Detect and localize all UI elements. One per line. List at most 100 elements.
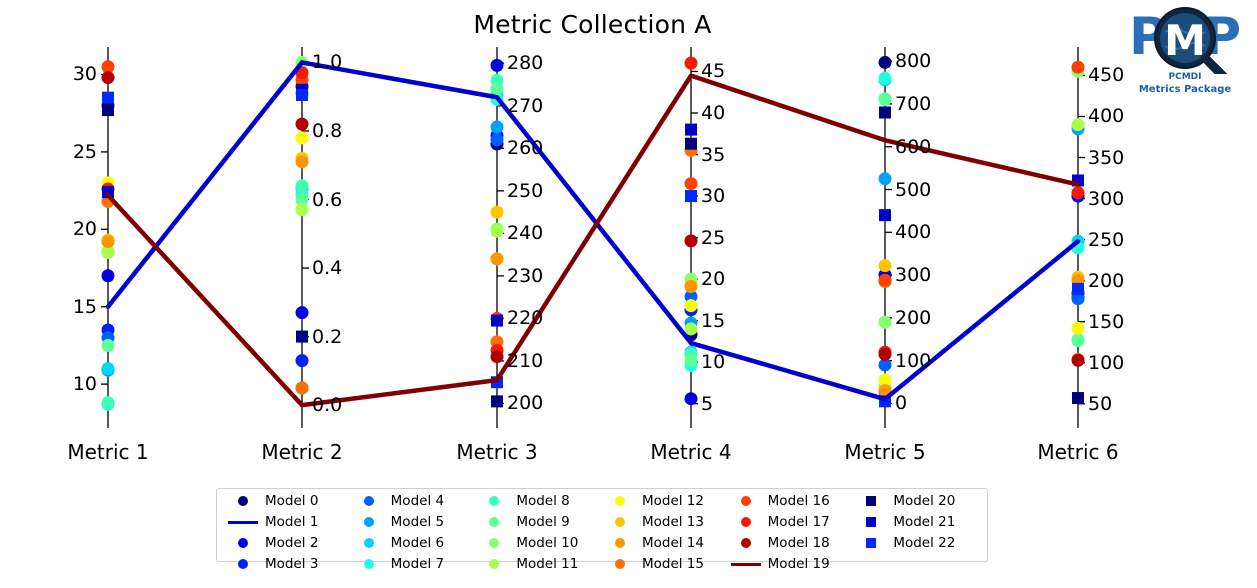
legend-marker-circle-icon — [602, 517, 638, 527]
legend-label: Model 18 — [767, 535, 830, 551]
data-point-marker — [490, 252, 504, 266]
legend-entry[interactable]: Model 3 — [225, 556, 351, 572]
data-point-marker — [684, 392, 698, 406]
axis-label-2: Metric 2 — [261, 440, 343, 464]
legend-entry[interactable]: Model 16 — [728, 493, 854, 509]
data-point-marker — [684, 56, 698, 70]
legend-label: Model 8 — [516, 493, 570, 509]
series-line — [105, 60, 1081, 402]
legend-marker-circle-icon — [351, 559, 387, 569]
legend-swatch — [489, 517, 500, 527]
data-point-marker — [101, 269, 115, 283]
tick-label: 250 — [1088, 228, 1125, 251]
tick-label: 0.2 — [312, 325, 343, 348]
legend-marker-square-icon — [853, 496, 889, 506]
data-point-marker — [1071, 292, 1085, 306]
legend-marker-circle-icon — [476, 559, 512, 569]
legend-label: Model 16 — [767, 493, 830, 509]
legend-swatch — [489, 559, 500, 569]
legend-entry[interactable]: Model 18 — [728, 535, 854, 551]
pmp-logo: P C P M PCMDI Metrics Package — [1121, 2, 1249, 106]
legend-entry[interactable]: Model 11 — [476, 556, 602, 572]
legend-marker-circle-icon — [602, 538, 638, 548]
legend-entry[interactable]: Model 20 — [853, 493, 979, 509]
legend-swatch — [489, 538, 500, 548]
data-point-marker — [685, 123, 697, 136]
legend-entry[interactable]: Model 10 — [476, 535, 602, 551]
legend-label: Model 0 — [265, 493, 319, 509]
legend-marker-circle-icon — [351, 538, 387, 548]
data-point-marker — [878, 259, 892, 273]
data-point-marker — [295, 306, 309, 320]
legend-swatch — [614, 496, 625, 506]
legend-label: Model 6 — [390, 535, 445, 551]
legend-entry[interactable]: Model 15 — [602, 556, 728, 572]
legend-entry[interactable]: Model 1 — [225, 514, 351, 530]
data-point-marker — [102, 186, 114, 199]
legend-entry[interactable]: Model 12 — [602, 493, 728, 509]
legend-marker-circle-icon — [728, 538, 764, 548]
legend-entry[interactable]: Model 13 — [602, 514, 728, 530]
tick-label: 20 — [701, 268, 726, 291]
legend-label: Model 15 — [641, 556, 704, 572]
legend-entry[interactable]: Model 9 — [476, 514, 602, 530]
tick-label: 100 — [895, 349, 932, 372]
legend-entry[interactable]: Model 8 — [476, 493, 602, 509]
legend-entry[interactable]: Model 5 — [351, 514, 477, 530]
data-point-marker — [101, 235, 115, 249]
tick-label: 10 — [72, 373, 97, 396]
data-point-marker — [491, 314, 503, 327]
legend-marker-circle-icon — [476, 496, 512, 506]
legend-swatch — [740, 496, 751, 506]
legend-label: Model 9 — [516, 514, 570, 530]
tick-label: 200 — [1088, 269, 1125, 292]
tick-label: 300 — [895, 264, 932, 287]
legend-entry[interactable]: Model 19 — [728, 556, 854, 572]
legend-entry[interactable]: Model 21 — [853, 514, 979, 530]
axis-label-1: Metric 1 — [67, 440, 149, 464]
tick-label: 260 — [507, 137, 544, 160]
data-point-marker — [879, 209, 891, 222]
legend-entry[interactable]: Model 7 — [351, 556, 477, 572]
data-point-marker — [685, 190, 697, 203]
legend-entry[interactable]: Model 17 — [728, 514, 854, 530]
tick-label: 400 — [895, 221, 932, 244]
data-point-marker — [490, 120, 504, 134]
data-point-marker — [295, 203, 309, 217]
legend-entry[interactable]: Model 4 — [351, 493, 477, 509]
legend-label: Model 2 — [265, 535, 319, 551]
legend-label: Model 13 — [641, 514, 704, 530]
tick-label: 0.4 — [312, 257, 343, 280]
tick-label: 230 — [507, 264, 544, 287]
legend-marker-circle-icon — [602, 559, 638, 569]
data-point-marker — [490, 58, 504, 72]
legend-label: Model 5 — [390, 514, 445, 530]
tick-label: 5 — [701, 392, 714, 415]
legend-entry[interactable]: Model 2 — [225, 535, 351, 551]
tick-label: 280 — [507, 52, 544, 75]
data-point-marker — [490, 224, 504, 238]
legend-swatch — [363, 517, 374, 527]
data-point-marker — [295, 155, 309, 169]
tick-label: 800 — [895, 50, 932, 73]
data-point-marker — [102, 91, 114, 104]
axis-label-5: Metric 5 — [844, 440, 926, 464]
tick-label: 200 — [895, 306, 932, 329]
tick-label: 250 — [507, 179, 544, 202]
legend-entry[interactable]: Model 0 — [225, 493, 351, 509]
legend-label: Model 14 — [641, 535, 704, 551]
legend-entry[interactable]: Model 14 — [602, 535, 728, 551]
legend-entry[interactable]: Model 6 — [351, 535, 477, 551]
tick-label: 150 — [1088, 310, 1125, 333]
tick-label: 0.6 — [312, 188, 343, 211]
legend-grid: Model 0 Model 1 Model 2 Model 3 Model 4 Model… — [225, 493, 979, 572]
legend-label: Model 1 — [265, 514, 319, 530]
legend-marker-circle-icon — [602, 496, 638, 506]
svg-text:M: M — [1164, 16, 1206, 65]
logo-caption-line2: Metrics Package — [1138, 84, 1232, 95]
data-point-marker — [296, 330, 308, 343]
legend-entry[interactable]: Model 22 — [853, 535, 979, 551]
legend-swatch — [238, 559, 248, 569]
legend-swatch — [614, 517, 625, 527]
